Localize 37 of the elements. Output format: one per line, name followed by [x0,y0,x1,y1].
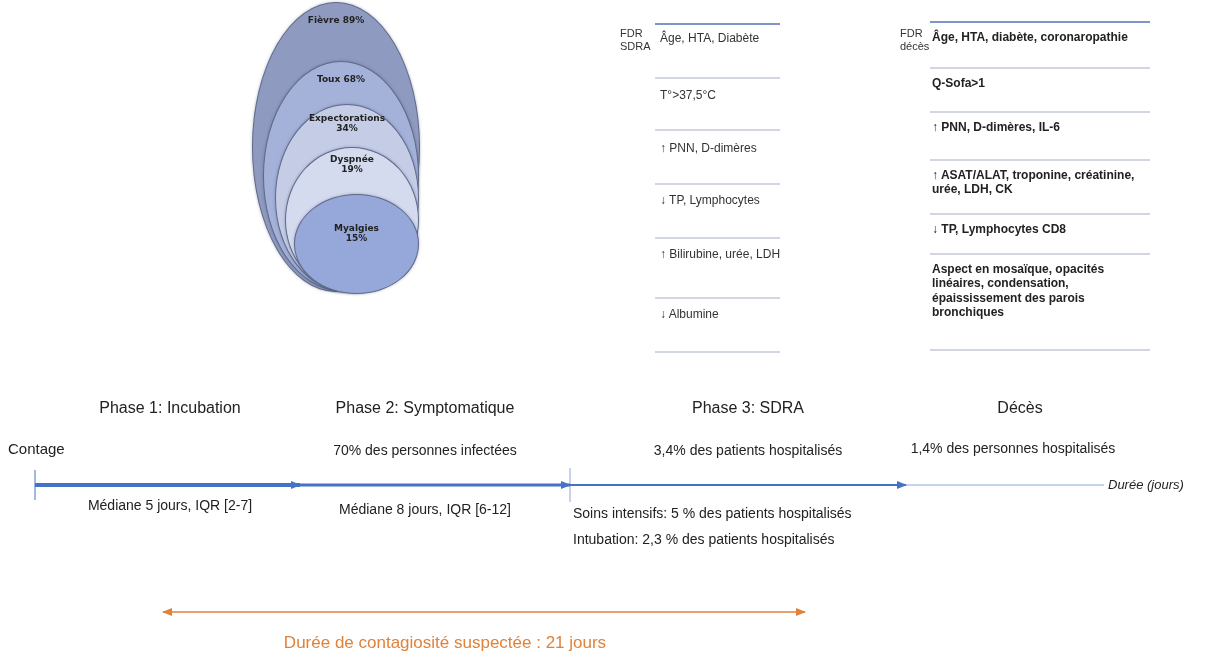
risk-factor: T°>37,5°C [660,88,717,103]
risk-factor: ↓ TP, Lymphocytes [660,193,761,208]
risk-factor: Âge, HTA, Diabète [660,31,761,46]
risk-factor: ↑ ASAT/ALAT, troponine, créatinine, urée, LDH, CK [932,168,1136,197]
phase-note: 70% des personnes infectées [333,442,517,459]
risk-factor: ↓ TP, Lymphocytes CD8 [932,222,1068,237]
phase-title: Phase 1: Incubation [99,398,241,418]
nested-ellipse [285,147,419,293]
range-label: Durée de contagiosité suspectée : 21 jours [283,633,607,654]
risk-factor: ↑ PNN, D-dimères [660,141,758,156]
risk-factor: ↑ PNN, D-dimères, IL-6 [932,120,1062,135]
nested-ellipse [263,61,419,291]
phase-note: Soins intensifs: 5 % des patients hospitalisés [573,505,852,522]
nested-ellipse [294,194,419,294]
risk-factor: Âge, HTA, diabète, coronaropathie [932,30,1129,45]
table-header: FDR décès [900,27,931,54]
risk-factor: Q-Sofa>1 [932,76,986,91]
phase-title: Phase 3: SDRA [691,398,805,418]
risk-factor: ↓ Albumine [660,307,720,322]
symptom-label: Expectorations 34% [307,113,387,133]
phase-note: Intubation: 2,3 % des patients hospitalisés [573,531,835,548]
duration-note: Médiane 5 jours, IQR [2-7] [87,497,253,514]
phase-title: Phase 2: Symptomatique [335,398,515,418]
symptom-label: Dyspnée 19% [329,154,375,174]
duration-note: Médiane 8 jours, IQR [6-12] [339,501,511,518]
risk-factor: ↑ Bilirubine, urée, LDH [660,247,782,262]
phase-note: 3,4% des patients hospitalisés [653,442,843,459]
timeline-start-label: Contage [8,440,65,458]
nested-ellipse [275,104,419,292]
table-header: FDR SDRA [620,27,652,54]
risk-factor: Aspect en mosaïque, opacités linéaires, condensation, épaississement des parois bronchiques [932,262,1106,320]
symptom-label: Toux 68% [317,74,365,84]
phase-note: 1,4% des personnes hospitalisés [910,440,1116,457]
phase-title: Décès [997,398,1043,418]
symptom-label: Fièvre 89% [307,15,365,25]
symptom-label: Myalgies 15% [333,223,380,243]
axis-label: Durée (jours) [1108,477,1184,493]
